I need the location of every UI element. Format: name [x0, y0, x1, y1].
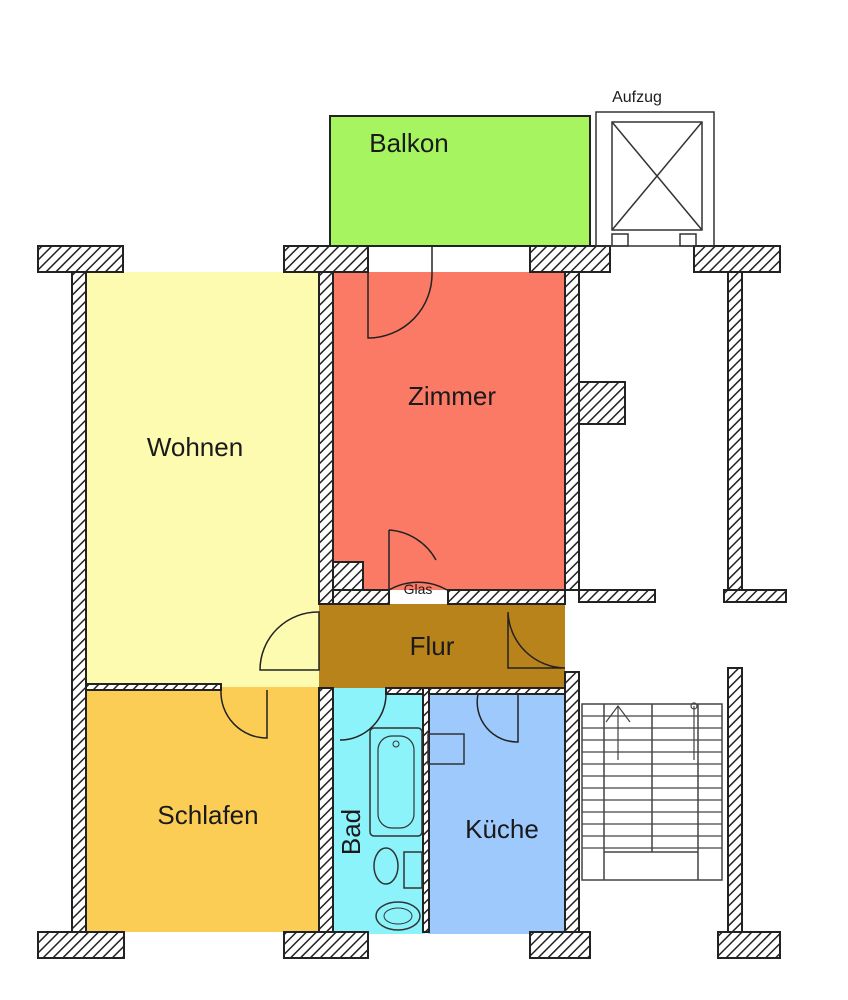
fixtures: [369, 727, 465, 931]
elevator-shaft: [595, 111, 715, 247]
doors: [220, 246, 566, 743]
room-bad: [333, 688, 425, 934]
room-wohnen: [86, 272, 319, 687]
walls: [37, 245, 787, 959]
label-aufzug: Aufzug: [612, 89, 662, 106]
room-kueche: [428, 688, 565, 934]
label-schlafen: Schlafen: [157, 800, 258, 830]
sink: [375, 901, 421, 931]
label-zimmer: Zimmer: [408, 381, 496, 411]
kitchen-counter: [427, 733, 465, 765]
room-balkon: [329, 115, 591, 247]
bathtub: [369, 727, 423, 837]
room-flur: [319, 604, 565, 688]
label-glas: Glas: [404, 581, 433, 597]
room-schlafen: [86, 687, 319, 932]
label-balkon: Balkon: [369, 128, 449, 158]
label-bad: Bad: [336, 809, 366, 855]
room-zimmer: [333, 272, 565, 590]
label-flur: Flur: [410, 631, 455, 661]
label-kueche: Küche: [465, 814, 539, 844]
staircase: [581, 702, 723, 881]
toilet: [373, 847, 399, 885]
label-wohnen: Wohnen: [147, 432, 243, 462]
